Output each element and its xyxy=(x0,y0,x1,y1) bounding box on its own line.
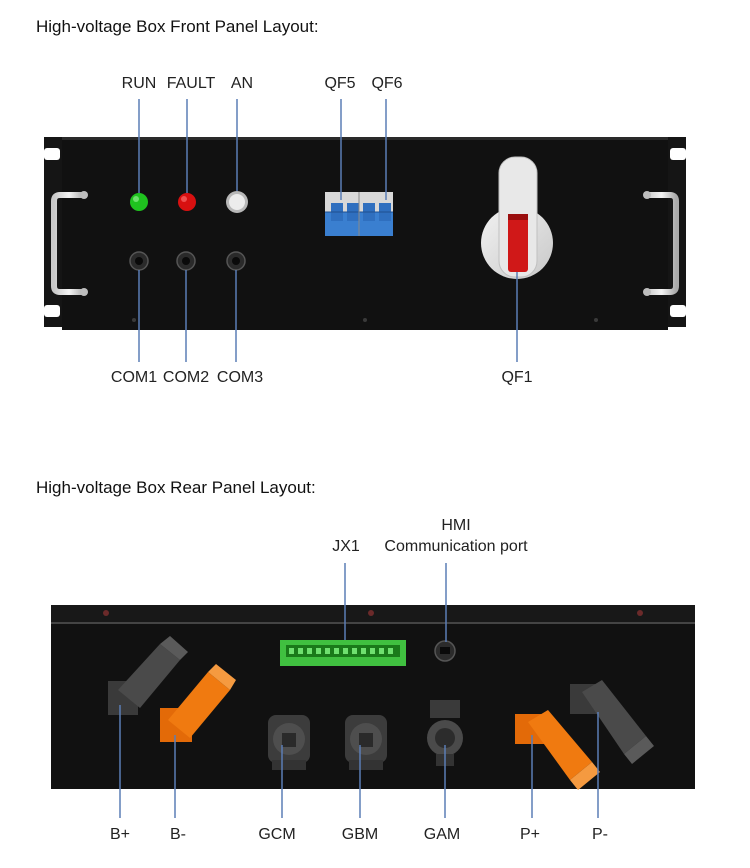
right-handle[interactable] xyxy=(643,191,679,296)
label-com2: COM2 xyxy=(162,369,210,386)
label-hmi: HMI xyxy=(441,517,471,534)
com2-port[interactable] xyxy=(176,251,196,271)
jx1-terminal[interactable] xyxy=(280,640,406,666)
label-com3: COM3 xyxy=(216,369,264,386)
front-panel-heading: High-voltage Box Front Panel Layout: xyxy=(36,17,319,36)
fault-led xyxy=(178,193,196,211)
label-fault: FAULT xyxy=(166,75,216,92)
label-p-minus: P- xyxy=(592,826,608,843)
label-qf1: QF1 xyxy=(501,369,533,386)
b-minus-connector[interactable] xyxy=(160,664,236,742)
com3-port[interactable] xyxy=(226,251,246,271)
com1-port[interactable] xyxy=(129,251,149,271)
label-qf5: QF5 xyxy=(324,75,356,92)
front-leader-lines xyxy=(138,99,518,362)
label-gbm: GBM xyxy=(341,826,379,843)
label-p-plus: P+ xyxy=(519,826,541,843)
label-b-plus: B+ xyxy=(109,826,131,843)
gbm-connector[interactable] xyxy=(345,715,387,770)
hmi-communication-port[interactable] xyxy=(434,640,456,662)
label-qf6: QF6 xyxy=(371,75,403,92)
rear-panel xyxy=(51,605,695,790)
qf1-switch[interactable] xyxy=(481,156,553,279)
qf5-qf6-breakers[interactable] xyxy=(325,192,393,236)
front-panel xyxy=(44,137,686,330)
label-jx1: JX1 xyxy=(332,538,360,555)
left-handle[interactable] xyxy=(51,191,88,296)
label-an: AN xyxy=(230,75,254,92)
run-led xyxy=(130,193,148,211)
label-communication-port: Communication port xyxy=(384,538,528,555)
rear-leader-lines xyxy=(119,563,599,818)
rear-panel-heading: High-voltage Box Rear Panel Layout: xyxy=(36,478,316,497)
label-com1: COM1 xyxy=(110,369,158,386)
p-minus-connector[interactable] xyxy=(570,680,654,764)
gam-connector[interactable] xyxy=(427,700,463,766)
label-b-minus: B- xyxy=(170,826,186,843)
p-plus-connector[interactable] xyxy=(515,710,600,790)
label-gcm: GCM xyxy=(258,826,296,843)
b-plus-connector[interactable] xyxy=(108,636,188,715)
gcm-connector[interactable] xyxy=(268,715,310,770)
label-run: RUN xyxy=(121,75,157,92)
label-gam: GAM xyxy=(423,826,461,843)
